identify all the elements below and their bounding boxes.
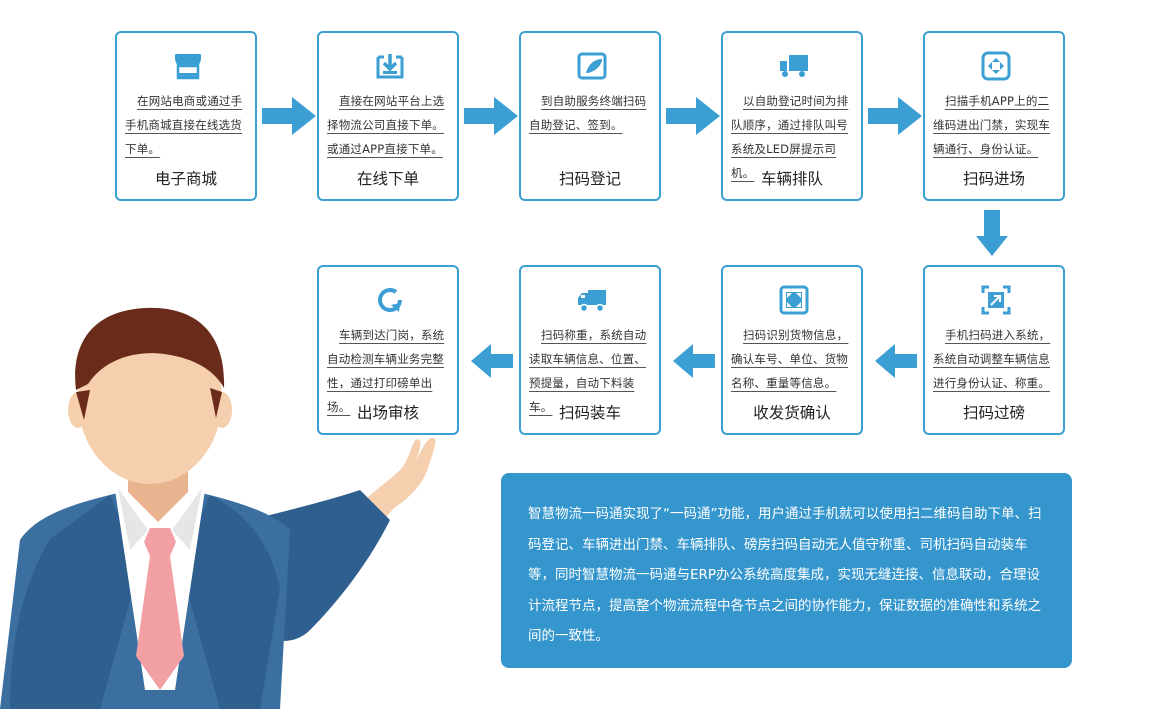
delivery-truck-icon	[578, 290, 606, 313]
step-card-ecommerce: 在网站电商或通过手手机商城直接在线选货下单。 电子商城	[115, 31, 257, 201]
arrow-right-icon	[868, 97, 922, 135]
step-desc: 扫描手机APP上的二维码进出门禁，实现车辆通行、身份认证。	[933, 94, 1050, 156]
step-desc: 到自助服务终端扫码自助登记、签到。	[529, 94, 647, 132]
step-desc: 车辆到达门岗，系统自动检测车辆业务完整性，通过打印磅单出场。	[327, 328, 445, 414]
expand-icon	[981, 285, 1011, 315]
edit-icon	[577, 52, 607, 80]
arrow-right-icon	[666, 97, 720, 135]
arrow-down-icon	[976, 210, 1008, 256]
refresh-icon	[378, 288, 402, 312]
summary-text: 智慧物流一码通实现了“一码通”功能，用户通过手机就可以使用扫二维码自助下单、扫码…	[528, 506, 1042, 644]
step-card-online-order: 直接在网站平台上选择物流公司直接下单。或通过APP直接下单。 在线下单	[317, 31, 459, 201]
step-desc: 手机扫码进入系统，系统自动调整车辆信息进行身份认证、称重。	[933, 328, 1051, 390]
step-title: 扫码登记	[558, 170, 621, 188]
businessman-illustration	[0, 307, 436, 709]
scan-icon	[981, 51, 1011, 81]
download-icon	[376, 54, 404, 79]
step-card-scan-enter: 扫描手机APP上的二维码进出门禁，实现车辆通行、身份认证。 扫码进场	[923, 31, 1065, 201]
step-card-scan-register: 到自助服务终端扫码自助登记、签到。 扫码登记	[519, 31, 661, 201]
step-title: 出场审核	[356, 404, 419, 422]
step-title: 在线下单	[356, 170, 419, 188]
step-card-delivery-confirm: 扫码识别货物信息，确认车号、单位、货物名称、重量等信息。 收发货确认	[721, 265, 863, 435]
summary-panel: 智慧物流一码通实现了“一码通”功能，用户通过手机就可以使用扫二维码自助下单、扫码…	[501, 473, 1072, 668]
step-desc: 扫码称重，系统自动读取车辆信息、位置、预提量，自动下料装车。	[529, 328, 647, 414]
step-card-scan-weigh: 手机扫码进入系统，系统自动调整车辆信息进行身份认证、称重。 扫码过磅	[923, 265, 1065, 435]
step-title: 收发货确认	[753, 404, 831, 422]
step-desc: 扫码识别货物信息，确认车号、单位、货物名称、重量等信息。	[731, 328, 849, 390]
step-title: 车辆排队	[760, 170, 823, 188]
step-card-queue: 以自助登记时间为排队顺序，通过排队叫号系统及LED屏提示司机。 车辆排队	[721, 31, 863, 201]
step-title: 扫码装车	[558, 404, 621, 422]
truck-icon	[780, 55, 808, 77]
step-desc: 在网站电商或通过手手机商城直接在线选货下单。	[125, 94, 243, 156]
step-title: 电子商城	[154, 170, 217, 188]
step-card-exit-audit: 车辆到达门岗，系统自动检测车辆业务完整性，通过打印磅单出场。 出场审核	[317, 265, 459, 435]
arrow-right-icon	[262, 97, 316, 135]
arrow-right-icon	[464, 97, 518, 135]
step-card-scan-load: 扫码称重，系统自动读取车辆信息、位置、预提量，自动下料装车。 扫码装车	[519, 265, 661, 435]
step-title: 扫码过磅	[962, 404, 1025, 422]
step-title: 扫码进场	[962, 170, 1025, 188]
step-desc: 直接在网站平台上选择物流公司直接下单。或通过APP直接下单。	[327, 94, 445, 156]
step-desc: 以自助登记时间为排队顺序，通过排队叫号系统及LED屏提示司机。	[731, 94, 849, 180]
fullscreen-icon	[779, 285, 809, 315]
store-icon	[175, 54, 201, 80]
arrow-left-icon	[673, 344, 715, 378]
arrow-left-icon	[471, 344, 513, 378]
arrow-left-icon	[875, 344, 917, 378]
